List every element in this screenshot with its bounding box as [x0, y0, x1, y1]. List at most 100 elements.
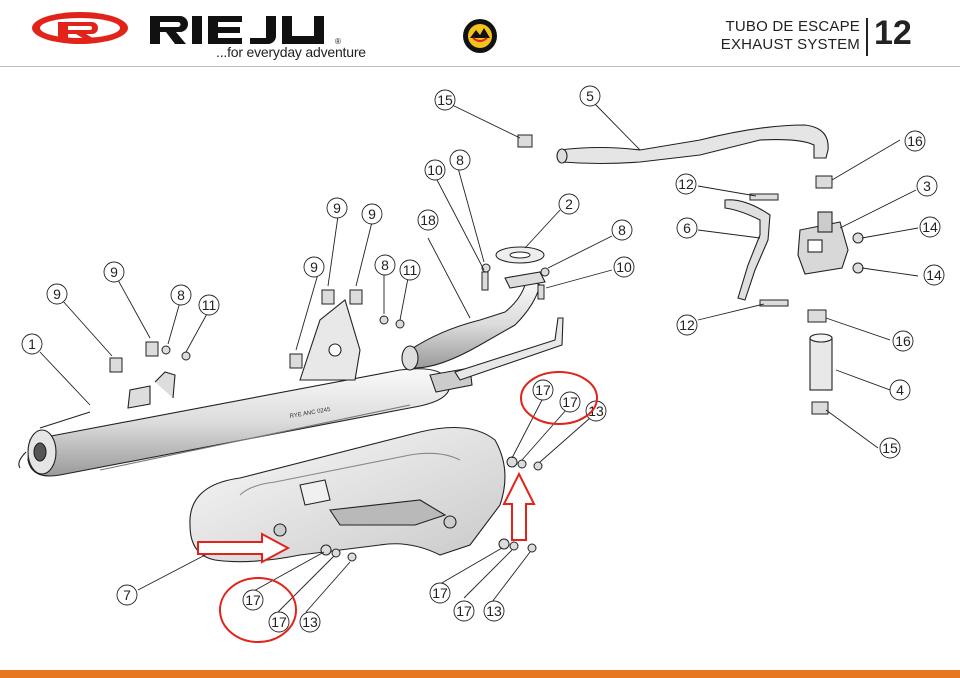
highlight-ellipse-top [520, 371, 598, 425]
highlight-arrow-right [197, 532, 291, 564]
svg-text:9: 9 [333, 200, 341, 216]
svg-text:17: 17 [245, 592, 261, 608]
callout-9e: 9 [361, 203, 383, 225]
callout-13c: 13 [585, 400, 607, 422]
svg-text:®: ® [335, 37, 341, 46]
svg-text:2: 2 [565, 196, 573, 212]
page-header: ® ...for everyday adventure TUBO DE ESCA… [0, 0, 960, 66]
svg-text:8: 8 [456, 152, 464, 168]
callout-11b: 11 [399, 259, 421, 281]
svg-text:17: 17 [562, 394, 578, 410]
footer-accent-bar [0, 670, 960, 678]
highlight-markup [197, 371, 598, 643]
callout-17c: 17 [242, 589, 264, 611]
callouts: 1 2 3 4 5 6 7 8 8 8 8 9 9 9 9 9 10 10 11… [21, 85, 945, 633]
callout-5: 5 [579, 85, 601, 107]
callout-13a: 13 [299, 611, 321, 633]
muffler-part-1 [18, 299, 473, 477]
callout-7: 7 [116, 584, 138, 606]
svg-text:3: 3 [923, 178, 931, 194]
svg-text:8: 8 [618, 222, 626, 238]
svg-text:11: 11 [202, 297, 217, 313]
svg-text:18: 18 [420, 212, 436, 228]
svg-text:9: 9 [110, 264, 118, 280]
svg-text:17: 17 [456, 603, 472, 619]
callout-3: 3 [916, 175, 938, 197]
svg-text:9: 9 [53, 286, 61, 302]
callout-2: 2 [558, 193, 580, 215]
callout-9a: 9 [46, 283, 68, 305]
rieju-badge-icon [463, 19, 497, 53]
callout-14b: 14 [923, 264, 945, 286]
page-number: 12 [874, 14, 912, 52]
callout-16a: 16 [904, 130, 926, 152]
air-hose-part-5 [556, 124, 829, 165]
header-divider [0, 66, 960, 67]
header-pipe-part-18 [401, 271, 564, 381]
hardware-parts [109, 134, 864, 562]
callout-12b: 12 [676, 314, 698, 336]
highlight-ellipse-bottom [219, 577, 297, 643]
callout-8d: 8 [611, 219, 633, 241]
svg-text:7: 7 [123, 587, 131, 603]
title-separator [866, 18, 868, 56]
callout-17d: 17 [268, 611, 290, 633]
gasket-part-2 [495, 246, 545, 264]
svg-text:12: 12 [679, 317, 695, 333]
tube-part-4 [809, 333, 833, 391]
svg-text:1: 1 [28, 336, 36, 352]
svg-text:17: 17 [271, 614, 287, 630]
leader-lines [39, 101, 919, 613]
svg-text:8: 8 [381, 257, 389, 273]
svg-text:9: 9 [368, 206, 376, 222]
callout-8c: 8 [449, 149, 471, 171]
callout-9d: 9 [326, 197, 348, 219]
callout-4: 4 [889, 379, 911, 401]
page-title-en: EXHAUST SYSTEM [720, 36, 860, 53]
callout-15a: 15 [434, 89, 456, 111]
callout-11a: 11 [198, 294, 220, 316]
svg-text:5: 5 [586, 88, 594, 104]
callout-17f: 17 [453, 600, 475, 622]
callout-18: 18 [417, 209, 439, 231]
callout-9b: 9 [103, 261, 125, 283]
brand-tagline: ...for everyday adventure [216, 44, 366, 60]
callout-17e: 17 [429, 582, 451, 604]
bracket-part-6 [724, 199, 771, 301]
svg-text:13: 13 [486, 603, 502, 619]
svg-text:14: 14 [926, 267, 942, 283]
svg-text:13: 13 [302, 614, 318, 630]
svg-text:13: 13 [588, 403, 604, 419]
svg-text:4: 4 [896, 382, 904, 398]
rieju-logo: ® [32, 12, 341, 46]
svg-text:10: 10 [616, 259, 632, 275]
callout-15b: 15 [879, 437, 901, 459]
page-title-es: TUBO DE ESCAPE [725, 18, 860, 35]
svg-text:14: 14 [922, 219, 938, 235]
svg-text:15: 15 [882, 440, 898, 456]
svg-text:8: 8 [177, 287, 185, 303]
highlight-arrow-up [502, 471, 536, 541]
callout-16b: 16 [892, 330, 914, 352]
svg-text:17: 17 [535, 382, 551, 398]
callout-10a: 10 [424, 159, 446, 181]
valve-part-3 [797, 211, 849, 275]
svg-text:11: 11 [403, 262, 418, 278]
svg-text:17: 17 [432, 585, 448, 601]
callout-17b: 17 [559, 391, 581, 413]
callout-8a: 8 [170, 284, 192, 306]
callout-9c: 9 [303, 256, 325, 278]
heat-guard-part-7 [189, 427, 506, 563]
callout-14a: 14 [919, 216, 941, 238]
svg-text:15: 15 [437, 92, 453, 108]
callout-10b: 10 [613, 256, 635, 278]
svg-text:6: 6 [683, 220, 691, 236]
svg-text:12: 12 [678, 176, 694, 192]
svg-text:16: 16 [907, 133, 923, 149]
svg-text:9: 9 [310, 259, 318, 275]
callout-13b: 13 [483, 600, 505, 622]
callout-6: 6 [676, 217, 698, 239]
callout-1: 1 [21, 333, 43, 355]
callout-12a: 12 [675, 173, 697, 195]
